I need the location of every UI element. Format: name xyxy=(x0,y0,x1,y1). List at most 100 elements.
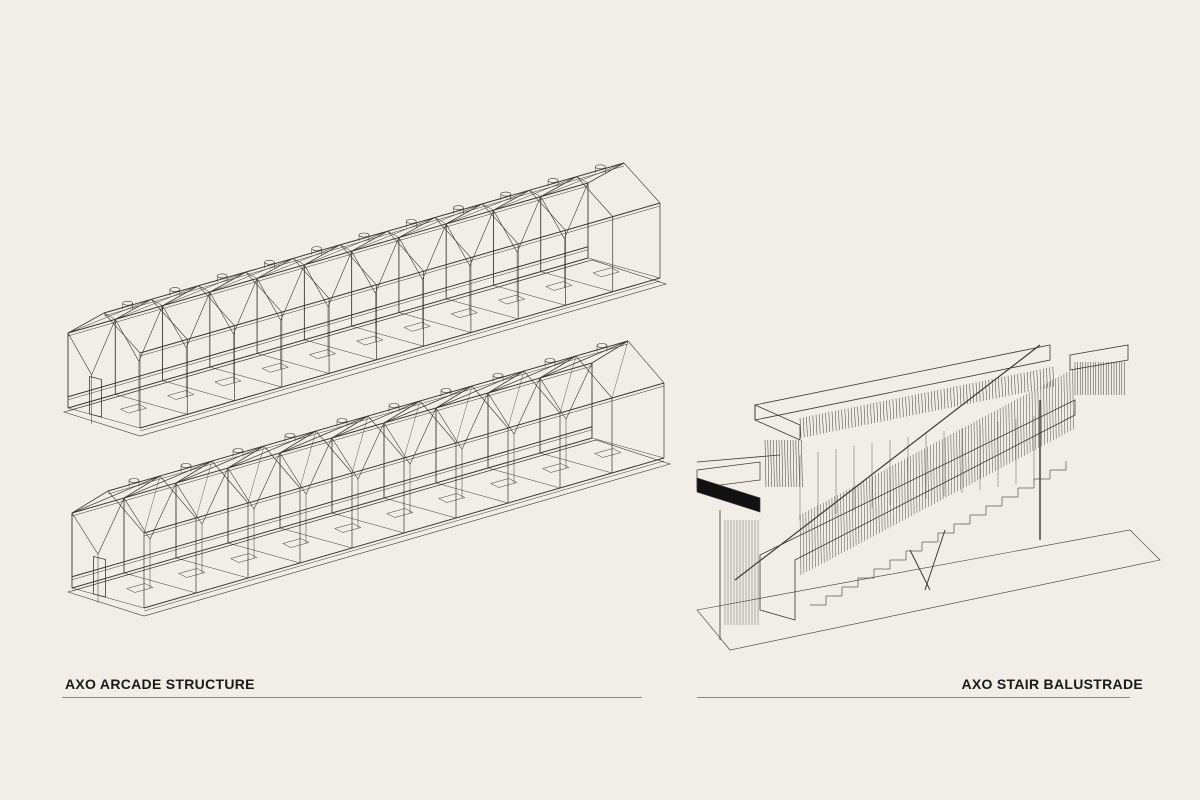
diagonal-brace xyxy=(487,392,515,435)
diagonal-brace xyxy=(227,467,255,510)
diagonal-brace xyxy=(97,497,125,555)
baluster-stair xyxy=(991,412,993,473)
longitudinal-beam xyxy=(107,340,629,492)
handrail xyxy=(734,344,1041,581)
baluster-stair xyxy=(854,485,857,546)
diagonal-brace xyxy=(149,482,177,540)
floor-plate xyxy=(334,523,362,533)
baluster-upper xyxy=(1020,373,1023,394)
baluster-upper xyxy=(866,404,869,425)
baluster-stair xyxy=(892,465,895,526)
rafter xyxy=(576,176,613,217)
baluster-stair xyxy=(1014,400,1016,461)
baluster-stair xyxy=(802,513,805,574)
roof-brace xyxy=(403,400,421,459)
diagonal-brace xyxy=(279,452,307,495)
baluster-stair xyxy=(872,476,874,537)
baluster-landing xyxy=(787,439,789,488)
baluster-upper xyxy=(886,400,888,421)
diagonal-brace xyxy=(209,291,234,335)
rafter xyxy=(67,312,105,334)
floor-plate xyxy=(167,390,195,400)
floor-beam xyxy=(540,271,613,292)
baluster-upper xyxy=(1052,366,1055,387)
roof-vent-cap xyxy=(492,373,504,378)
diagonal-brace xyxy=(445,223,471,266)
rafter xyxy=(103,312,141,354)
baluster-upper xyxy=(918,393,920,414)
baluster-stair xyxy=(875,474,877,535)
baluster-stair xyxy=(846,490,848,551)
floor-plate xyxy=(545,281,573,291)
floor-beam xyxy=(351,325,424,347)
beam-edge xyxy=(67,185,589,337)
floor-beam xyxy=(446,298,519,320)
rafter xyxy=(123,475,161,499)
longitudinal-beam xyxy=(71,362,593,514)
baluster-stair xyxy=(1046,383,1048,444)
baluster-upper xyxy=(975,382,978,403)
baluster-upper xyxy=(934,390,936,411)
floor-beam xyxy=(487,467,561,489)
rafter xyxy=(398,217,436,238)
baluster-upper xyxy=(924,392,927,413)
baluster-upper xyxy=(953,386,955,407)
rafter xyxy=(227,445,265,469)
baluster-stair xyxy=(938,440,941,501)
roof-brace xyxy=(195,460,213,519)
arcade-structure-upper xyxy=(62,162,668,437)
beam-edge xyxy=(139,280,661,432)
rafter xyxy=(315,430,353,474)
baluster-stair xyxy=(973,421,976,483)
baluster-stair xyxy=(831,497,834,558)
longitudinal-beam xyxy=(139,277,661,429)
baluster-stair xyxy=(941,439,944,500)
baluster-upper xyxy=(943,388,946,409)
floor-plate xyxy=(490,478,518,488)
floor-plate xyxy=(542,463,570,473)
diagonal-brace xyxy=(256,278,281,321)
baluster-landing xyxy=(789,439,792,488)
longitudinal-beam xyxy=(71,437,593,589)
baluster-upper xyxy=(956,386,959,407)
baluster-stair xyxy=(924,448,926,509)
baluster-stair xyxy=(944,437,947,498)
baluster-upper xyxy=(1017,373,1019,394)
baluster-stair xyxy=(883,470,886,531)
base-slab xyxy=(62,259,668,437)
baluster-upper xyxy=(838,410,840,431)
baluster-upper xyxy=(950,387,952,408)
baluster-stair xyxy=(930,445,932,506)
diagonal-brace xyxy=(304,264,329,307)
baluster-upper xyxy=(799,417,802,439)
baluster-upper xyxy=(1007,375,1010,396)
baluster-stair xyxy=(936,442,938,503)
floor-beam xyxy=(209,366,282,388)
rafter xyxy=(445,203,483,225)
rafter xyxy=(539,355,577,379)
beam-edge xyxy=(67,249,589,400)
baluster-upper xyxy=(818,414,821,435)
baluster-upper xyxy=(930,391,933,412)
baluster-upper xyxy=(841,409,843,430)
baluster-stair xyxy=(843,491,845,552)
roof-brace xyxy=(103,312,116,320)
roof-vent-cap xyxy=(388,403,400,408)
diagonal-brace xyxy=(253,452,281,510)
floor-beam xyxy=(591,437,665,459)
baluster-upper xyxy=(1026,371,1029,392)
baluster-upper xyxy=(1014,374,1016,395)
floor-plate xyxy=(403,322,431,332)
baluster-stair xyxy=(1025,394,1028,455)
baluster-stair xyxy=(851,487,854,548)
rafter xyxy=(493,189,530,211)
baluster-stair xyxy=(1037,387,1040,448)
rafter xyxy=(434,217,472,258)
baluster-upper xyxy=(1023,372,1026,393)
diagonal-brace xyxy=(91,319,116,376)
roof-brace xyxy=(559,355,577,414)
baluster-upper xyxy=(1001,377,1003,398)
diagonal-brace xyxy=(383,422,411,465)
baluster-stair xyxy=(820,504,822,565)
